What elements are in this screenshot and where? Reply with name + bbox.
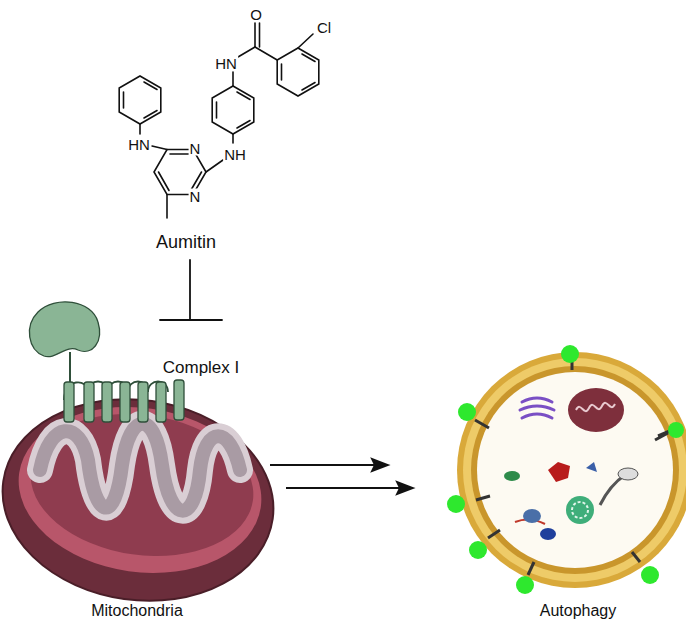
atom-label: NH bbox=[223, 147, 247, 162]
text-label: Complex I bbox=[163, 359, 240, 376]
text-label: Aumitin bbox=[156, 233, 216, 251]
text-label: Autophagy bbox=[540, 603, 617, 619]
atom-label: Cl bbox=[316, 20, 332, 35]
atom-label: HN bbox=[127, 137, 151, 152]
mitochondrion bbox=[0, 382, 287, 618]
chemical-structure bbox=[119, 23, 319, 320]
atom-label: HN bbox=[214, 56, 238, 71]
atom-label: N bbox=[189, 141, 202, 156]
text-label: Mitochondria bbox=[91, 603, 183, 619]
complex-i bbox=[29, 302, 184, 422]
atom-label: N bbox=[189, 189, 202, 204]
autophagosome bbox=[447, 345, 686, 594]
arrows bbox=[270, 459, 413, 494]
atom-label: O bbox=[249, 7, 263, 22]
